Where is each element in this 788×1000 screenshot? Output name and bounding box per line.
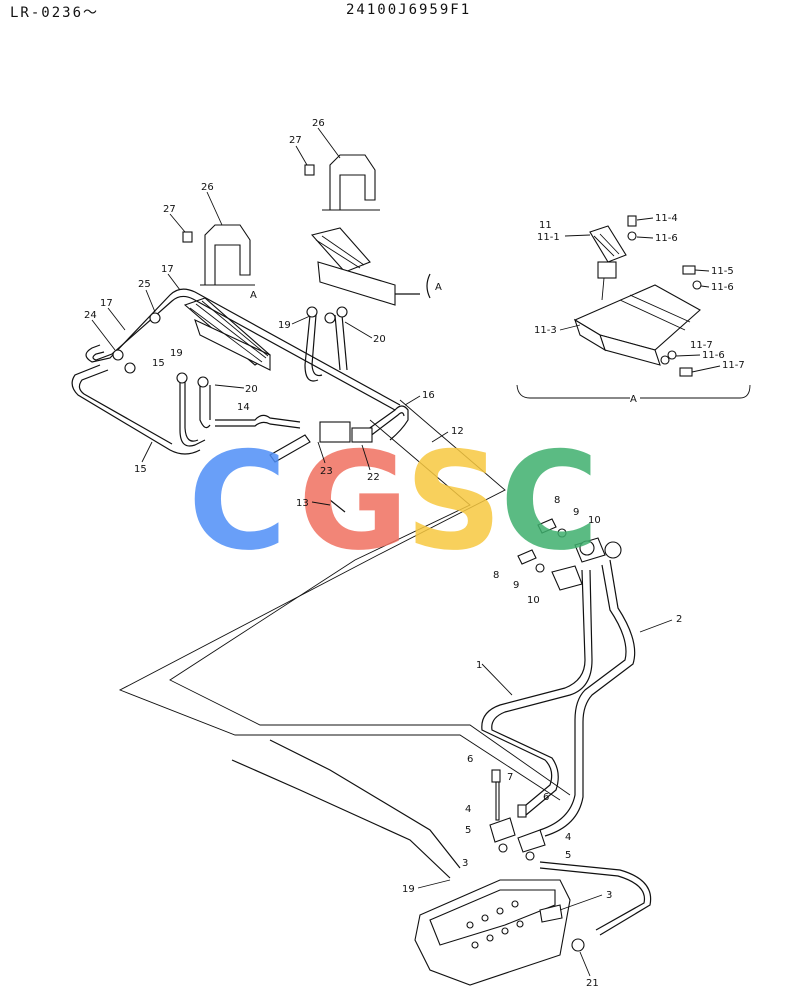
bracket-26-left (200, 224, 255, 286)
detail-label-11-7-top: 11-7 (690, 340, 713, 351)
callouts: 1 2 3 3 4 4 5 5 6 6 7 8 8 9 9 10 10 12 1… (84, 118, 682, 989)
callout-19-right: 19 (278, 320, 291, 331)
detail-a-view (516, 215, 751, 399)
detail-a-title: A (630, 394, 637, 405)
callout-5-left: 5 (465, 825, 471, 836)
callout-27-left: 27 (163, 204, 176, 215)
hose-16 (359, 405, 409, 441)
hose-2 (539, 559, 636, 837)
bolt-8-upper (537, 518, 567, 538)
pedal-left (183, 297, 271, 371)
watermark-letter-s: S (405, 423, 502, 580)
watermark: C G S C (188, 423, 599, 580)
detail-label-11-6-top: 11-6 (655, 233, 678, 244)
callout-8-lower: 8 (493, 570, 499, 581)
callout-10-lower: 10 (527, 595, 540, 606)
bolt-8-lower (517, 549, 545, 573)
hose-to-plug-21 (539, 861, 652, 952)
detail-label-11-1: 11-1 (537, 232, 560, 243)
watermark-letter-c2: C (500, 423, 599, 580)
bolt-27-left (182, 231, 193, 243)
bolt-27-right (304, 164, 315, 176)
watermark-letter-c1: C (188, 423, 287, 580)
pedal-right (310, 227, 431, 306)
callout-13: 13 (296, 498, 309, 509)
shuttle-valve (269, 421, 373, 463)
elbow-10-upper (574, 537, 622, 563)
hose-15 (71, 364, 201, 455)
callout-17-upper: 17 (161, 264, 174, 275)
bracket-26-right (322, 154, 380, 211)
callout-2: 2 (676, 614, 682, 625)
callout-6-right: 6 (543, 792, 549, 803)
callout-15-lower: 15 (134, 464, 147, 475)
hoses-right-pedal (304, 314, 348, 382)
callout-26-right: 26 (312, 118, 325, 129)
hoses-left-pedal (179, 380, 211, 447)
hose-14 (215, 414, 301, 429)
callout-9-upper: 9 (573, 507, 579, 518)
detail-a-labels: 11 11-1 11-3 11-4 11-6 11-5 11-6 11-7 11… (534, 213, 745, 405)
callout-20-right: 20 (373, 334, 386, 345)
callout-7: 7 (507, 772, 513, 783)
callout-10-upper: 10 (588, 515, 601, 526)
hose-17 (85, 288, 401, 411)
callout-21: 21 (586, 978, 599, 989)
bracket-4-left (489, 769, 516, 853)
callout-26-left: 26 (201, 182, 214, 193)
callout-4-left: 4 (465, 804, 471, 815)
callout-19-left: 19 (170, 348, 183, 359)
pilot-line-13 (231, 499, 461, 879)
detail-label-11-4: 11-4 (655, 213, 678, 224)
detail-label-11: 11 (539, 220, 552, 231)
callout-4-right: 4 (565, 832, 571, 843)
control-valve (414, 879, 571, 986)
bracket-4-right (517, 804, 546, 861)
callout-27-right: 27 (289, 135, 302, 146)
detail-label-11-7-low: 11-7 (722, 360, 745, 371)
callout-16: 16 (422, 390, 435, 401)
callout-25: 25 (138, 279, 151, 290)
callout-19-lower: 19 (402, 884, 415, 895)
callout-20-left: 20 (245, 384, 258, 395)
drawing-code-left: LR-0236～ (10, 5, 100, 21)
drawing-code-right: 24100J6959F1 (346, 2, 472, 18)
callout-22: 22 (367, 472, 380, 483)
callout-3-left: 3 (462, 858, 468, 869)
callout-5-right: 5 (565, 850, 571, 861)
callout-9-lower: 9 (513, 580, 519, 591)
detail-label-11-6-mid: 11-6 (711, 282, 734, 293)
elbow-10-lower (551, 565, 583, 591)
callout-a-right: A (435, 282, 442, 293)
detail-label-11-6-low: 11-6 (702, 350, 725, 361)
callout-a-left: A (250, 290, 257, 301)
callout-24: 24 (84, 310, 97, 321)
callout-8-upper: 8 (554, 495, 560, 506)
callout-12: 12 (451, 426, 464, 437)
callout-23: 23 (320, 466, 333, 477)
watermark-letter-g: G (298, 423, 409, 580)
hose-1 (481, 569, 593, 816)
detail-label-11-3: 11-3 (534, 325, 557, 336)
detail-label-11-5: 11-5 (711, 266, 734, 277)
callout-14: 14 (237, 402, 250, 413)
callout-17-left: 17 (100, 298, 113, 309)
callout-3-right: 3 (606, 890, 612, 901)
callout-1: 1 (476, 660, 482, 671)
pilot-line-12 (118, 399, 571, 801)
fittings (112, 306, 348, 388)
callout-6-left: 6 (467, 754, 473, 765)
callout-15-upper: 15 (152, 358, 165, 369)
